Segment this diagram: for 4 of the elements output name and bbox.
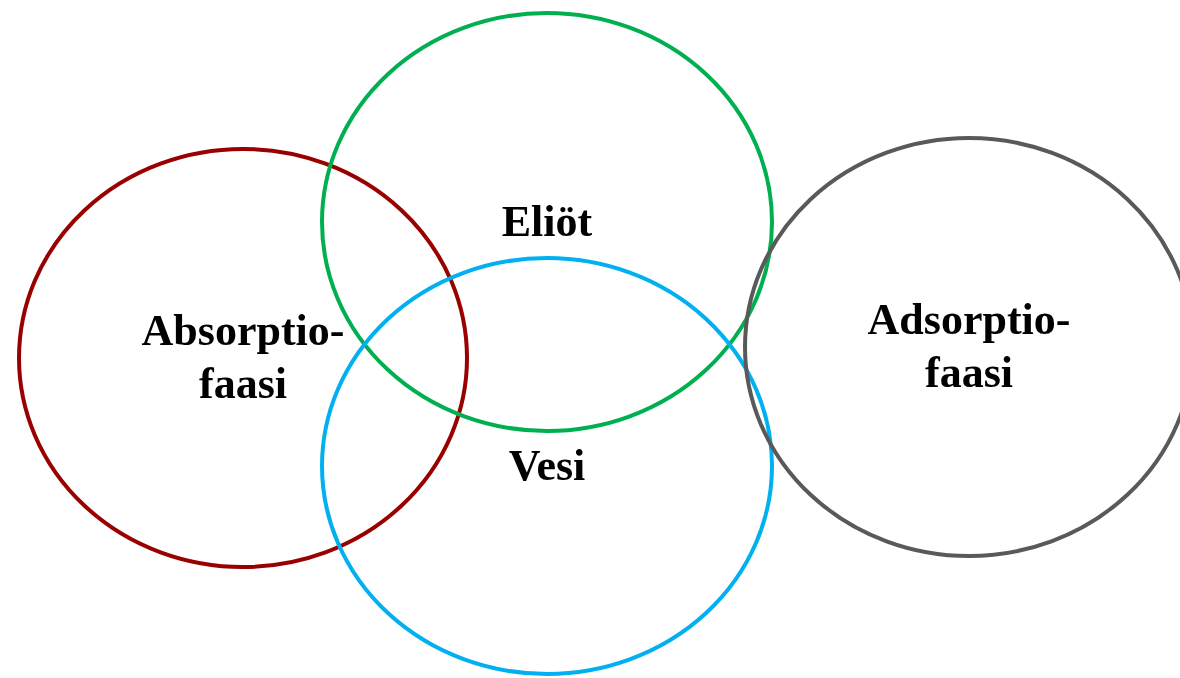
set-label: Absorptio- faasi [140, 305, 346, 410]
set-label: Vesi [507, 439, 587, 492]
set-label: Adsorptio- faasi [866, 294, 1072, 399]
set-label: Eliöt [500, 195, 594, 248]
